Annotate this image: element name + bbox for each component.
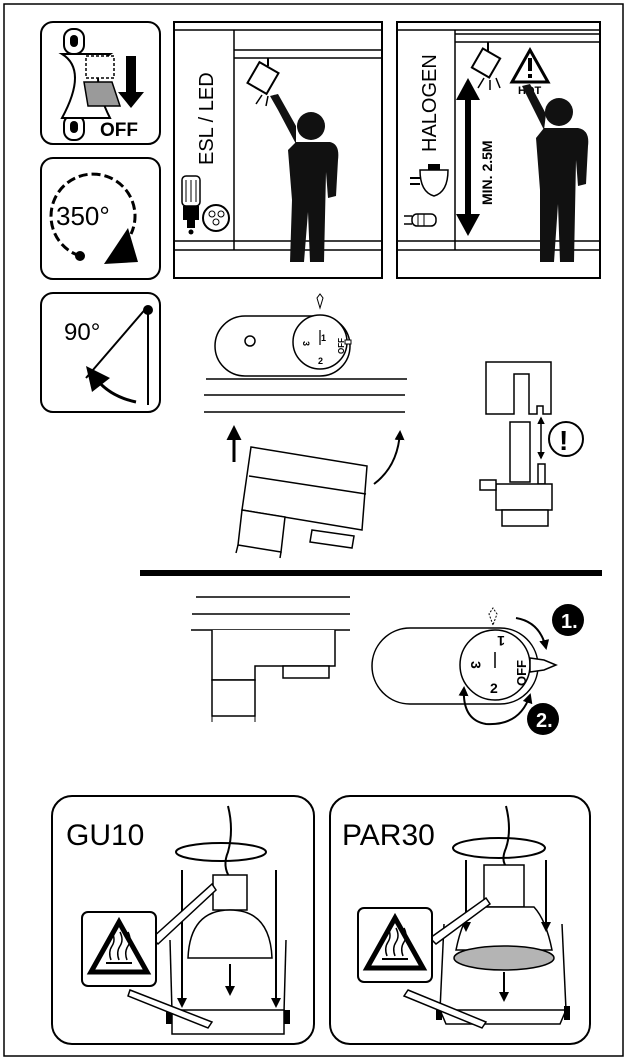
adapter-side-view xyxy=(191,597,350,722)
esl-led-label: ESL / LED xyxy=(196,72,218,165)
twist-arrow-icon xyxy=(374,432,400,484)
rotation-panel: 350° xyxy=(41,158,160,279)
dial-off-label: OFF xyxy=(337,338,346,354)
adapter-body xyxy=(236,447,367,558)
gu10-panel: GU10 xyxy=(52,796,314,1044)
dial-number-1: 1 xyxy=(497,633,505,649)
dial-number-1: 1 xyxy=(321,333,326,343)
step-badge-1: 1. xyxy=(552,604,584,636)
step-1-label: 1. xyxy=(561,611,578,633)
dial-off-label: OFF xyxy=(514,660,529,686)
par30-label: PAR30 xyxy=(342,819,435,852)
halogen-panel: HALOGEN MIN. 2.5M HOT xyxy=(397,22,600,278)
attention-icon: ! xyxy=(549,422,583,456)
tilt-label: 90° xyxy=(64,319,100,346)
led-lamp-icon xyxy=(203,205,229,231)
halogen-label: HALOGEN xyxy=(419,54,441,152)
off-label: OFF xyxy=(100,120,138,141)
step-2-label: 2. xyxy=(536,710,553,732)
distance-label: MIN. 2.5M xyxy=(479,140,495,205)
dial-number-2: 2 xyxy=(318,356,323,366)
switch-off-panel: OFF xyxy=(41,22,160,144)
attention-mark: ! xyxy=(559,425,568,456)
par30-panel: PAR30 xyxy=(330,796,590,1044)
adapter-detail: ! xyxy=(480,362,583,526)
adapter-top-view: 1 3 2 OFF xyxy=(215,294,351,376)
step-badge-2: 2. xyxy=(527,703,559,735)
dial-number-2: 2 xyxy=(490,680,498,696)
dial-number-3: 3 xyxy=(468,661,484,669)
track-rail-top xyxy=(204,379,407,412)
rotation-label: 350° xyxy=(56,201,110,231)
tilt-panel: 90° xyxy=(41,293,160,412)
gu10-label: GU10 xyxy=(66,819,144,852)
section-divider xyxy=(140,570,602,576)
dial-closeup: 1 3 2 OFF 1. 2. xyxy=(372,604,584,735)
esl-led-panel: ESL / LED xyxy=(174,22,382,278)
dial-number-3: 3 xyxy=(301,341,311,346)
